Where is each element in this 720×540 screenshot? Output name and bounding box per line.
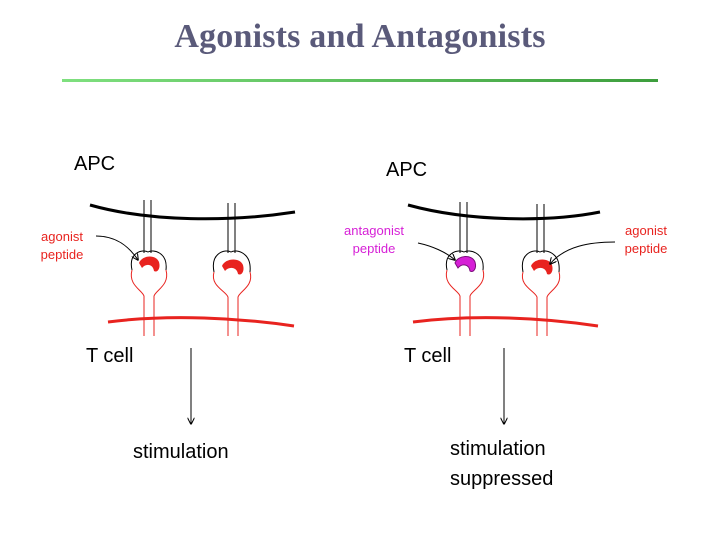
right-antagonist-peptide [454,256,476,272]
right-tcr-2 [521,271,561,336]
right-antagonist-label-line1: antagonist [344,223,404,238]
right-outcome-line1: stimulation [450,438,546,460]
left-tcr-1 [130,269,168,336]
left-apc-label: APC [74,153,116,175]
left-agonist-pointer-arrow [95,235,138,260]
left-tcell-label: T cell [86,345,134,367]
left-agonist-peptide-2 [222,259,244,275]
left-tcell-membrane [107,316,295,328]
right-tcell-membrane [412,316,599,328]
right-agonist-label-line2: peptide [624,241,668,256]
right-antagonist-pointer-arrow [417,242,455,260]
right-agonist-peptide [531,259,553,275]
right-agonist-pointer-arrow [550,241,616,264]
left-agonist-label-line1: agonist [41,229,83,244]
right-antagonist-label-line2: peptide [352,241,396,256]
right-apc-membrane [407,203,601,221]
right-antagonist-peptide-label: antagonist peptide [338,222,410,258]
right-outcome-label: stimulation suppressed [450,434,553,494]
left-tcr-2 [212,271,252,336]
slide-title: Agonists and Antagonists [174,18,546,55]
left-outcome-label: stimulation [133,441,229,463]
right-mhc-1 [445,202,484,271]
right-panel-diagram [407,202,616,424]
left-apc-membrane [89,203,296,221]
right-agonist-peptide-label: agonist peptide [614,222,678,258]
right-tcr-1 [445,269,485,336]
right-mhc-2 [521,204,560,273]
left-agonist-peptide-label: agonist peptide [30,228,94,264]
left-mhc-2 [212,203,251,273]
right-apc-label: APC [386,159,428,181]
left-agonist-peptide-1 [139,256,160,272]
right-outcome-line2: suppressed [450,468,554,490]
title-underline [62,79,658,82]
left-panel-diagram [89,200,296,424]
left-agonist-label-line2: peptide [40,247,84,262]
right-agonist-label-line1: agonist [625,223,667,238]
right-tcell-label: T cell [404,345,452,367]
